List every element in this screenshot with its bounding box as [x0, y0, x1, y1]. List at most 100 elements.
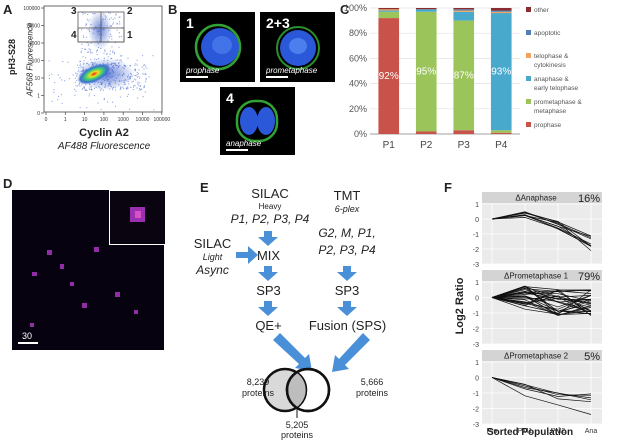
- workflow-arrows: [236, 231, 370, 418]
- a-xtick-label: 1: [64, 117, 67, 123]
- c-ytick-label: 20%: [349, 104, 367, 114]
- f-ytick-label: 1: [475, 202, 479, 209]
- f-x-axis-label: Sorted Population: [486, 427, 574, 438]
- scale-bar: [186, 76, 208, 78]
- a-xtick-label: 1000: [118, 117, 129, 123]
- f-ytick-label: -1: [473, 311, 479, 318]
- legend-label: apoptotic: [534, 30, 561, 37]
- a-xtick-label: 0: [45, 117, 48, 123]
- a-xtick-label: 100000: [153, 117, 170, 123]
- right-unit: proteins: [355, 388, 389, 398]
- tmt-sub: 6-plex: [334, 204, 360, 214]
- a-xtick-label: 100: [100, 117, 109, 123]
- phase-label: anaphase: [226, 139, 262, 148]
- x-axis-label-2: AF488 Fluorescence: [57, 141, 151, 152]
- legend-label: anaphase &: [534, 76, 569, 83]
- f-ytick-label: 0: [475, 217, 479, 224]
- f-ytick-label: -2: [473, 327, 479, 334]
- gate-label-2: 2: [127, 6, 133, 17]
- f-ytick-label: 1: [475, 360, 479, 367]
- scale-bar: [18, 342, 38, 344]
- panel-label-a: A: [3, 2, 13, 17]
- trend-line: [491, 217, 592, 247]
- facet-title: ΔAnaphase: [515, 194, 557, 203]
- a-xtick-label: 10000: [136, 117, 150, 123]
- sp3-right-label: SP3: [334, 283, 360, 298]
- micrograph-anaphase: 4 anaphase: [220, 87, 295, 155]
- arrow-mix-to-sp3: [258, 266, 278, 281]
- micrograph-number: 4: [226, 90, 234, 106]
- legend-label: prometaphase &: [534, 99, 582, 106]
- c-ytick-label: 40%: [349, 79, 367, 89]
- bar-segment-prophase: [453, 130, 475, 134]
- f-xtick-label: PM2: [551, 428, 566, 435]
- trend-line: [491, 377, 592, 399]
- facet-title: ΔPrometaphase 1: [504, 272, 569, 281]
- y-axis-label-2: AF568 Fluorescence: [25, 22, 35, 97]
- trend-line: [491, 292, 592, 304]
- c-ytick-label: 100%: [344, 3, 367, 13]
- f-y-axis-label: Log2 Ratio: [454, 277, 466, 335]
- trend-line: [491, 297, 592, 316]
- c-category-label: P4: [495, 140, 508, 151]
- a-ytick-label: 1000: [29, 41, 40, 47]
- arrow-sp3-to-qe: [258, 301, 278, 316]
- a-ytick-label: 100: [32, 59, 41, 65]
- trend-line: [491, 296, 592, 315]
- f-xtick-label: Ana: [585, 428, 598, 435]
- legend-label: other: [534, 7, 550, 14]
- micrograph-number: 2+3: [266, 15, 290, 31]
- c-category-label: P1: [383, 140, 396, 151]
- bar-data-label: 92%: [379, 71, 399, 82]
- c-category-label: P3: [458, 140, 471, 151]
- mix-label: MIX: [256, 248, 281, 263]
- arrow-qe-to-venn: [273, 333, 312, 371]
- bar-segment-telophase-cytokinesis: [490, 11, 512, 14]
- c-ytick-label: 80%: [349, 28, 367, 38]
- f-xtick-label: PM1: [518, 428, 533, 435]
- bar-segment-prometaphase-metaphase: [490, 130, 512, 133]
- trend-line: [491, 212, 592, 247]
- phase-label: prophase: [186, 66, 220, 75]
- bar-data-label: 93%: [491, 67, 511, 78]
- legend-swatch: [526, 76, 531, 81]
- heavy-samples: P1, P2, P3, P4: [230, 212, 310, 226]
- legend-label: metaphase: [534, 108, 567, 115]
- trend-line: [491, 286, 592, 316]
- facet-strip: [482, 192, 602, 203]
- trend-line: [491, 297, 592, 314]
- bar-segment-prophase: [415, 131, 437, 134]
- micrograph-prophase: 1 prophase: [180, 12, 255, 82]
- bar-segment-prometaphase-metaphase: [415, 11, 437, 132]
- scale-label: 30: [22, 331, 33, 341]
- f-ytick-label: -2: [473, 407, 479, 414]
- legend-label: cytokinesis: [534, 62, 567, 69]
- panel-label-b: B: [168, 2, 178, 17]
- panel-label-e: E: [200, 180, 209, 195]
- phase-label: prometaphase: [266, 66, 318, 75]
- trend-line: [491, 377, 592, 415]
- bar-data-label: 87%: [454, 70, 474, 81]
- a-ytick-label: 10000: [26, 24, 40, 30]
- silac-heavy-title: SILAC: [251, 186, 289, 201]
- f-ytick-label: -3: [473, 422, 479, 429]
- a-ytick-label: 100000: [23, 6, 40, 12]
- bar-segment-other: [490, 8, 512, 11]
- facet-strip: [482, 270, 602, 281]
- bar-segment-telophase-cytokinesis: [453, 10, 475, 12]
- trend-line: [491, 288, 592, 298]
- f-ytick-label: -3: [473, 262, 479, 269]
- fluorescence-image: 30: [12, 190, 166, 350]
- a-ytick-label: 10: [34, 76, 40, 82]
- facet-title: ΔPrometaphase 2: [504, 352, 569, 361]
- arrow-sp3-to-fusion: [337, 301, 357, 316]
- gate-label-1: 1: [127, 30, 133, 41]
- f-ytick-label: -1: [473, 232, 479, 239]
- f-ytick-label: -3: [473, 342, 479, 349]
- arrow-heavy-to-mix: [258, 231, 278, 246]
- bar-segment-prometaphase-metaphase: [378, 11, 400, 19]
